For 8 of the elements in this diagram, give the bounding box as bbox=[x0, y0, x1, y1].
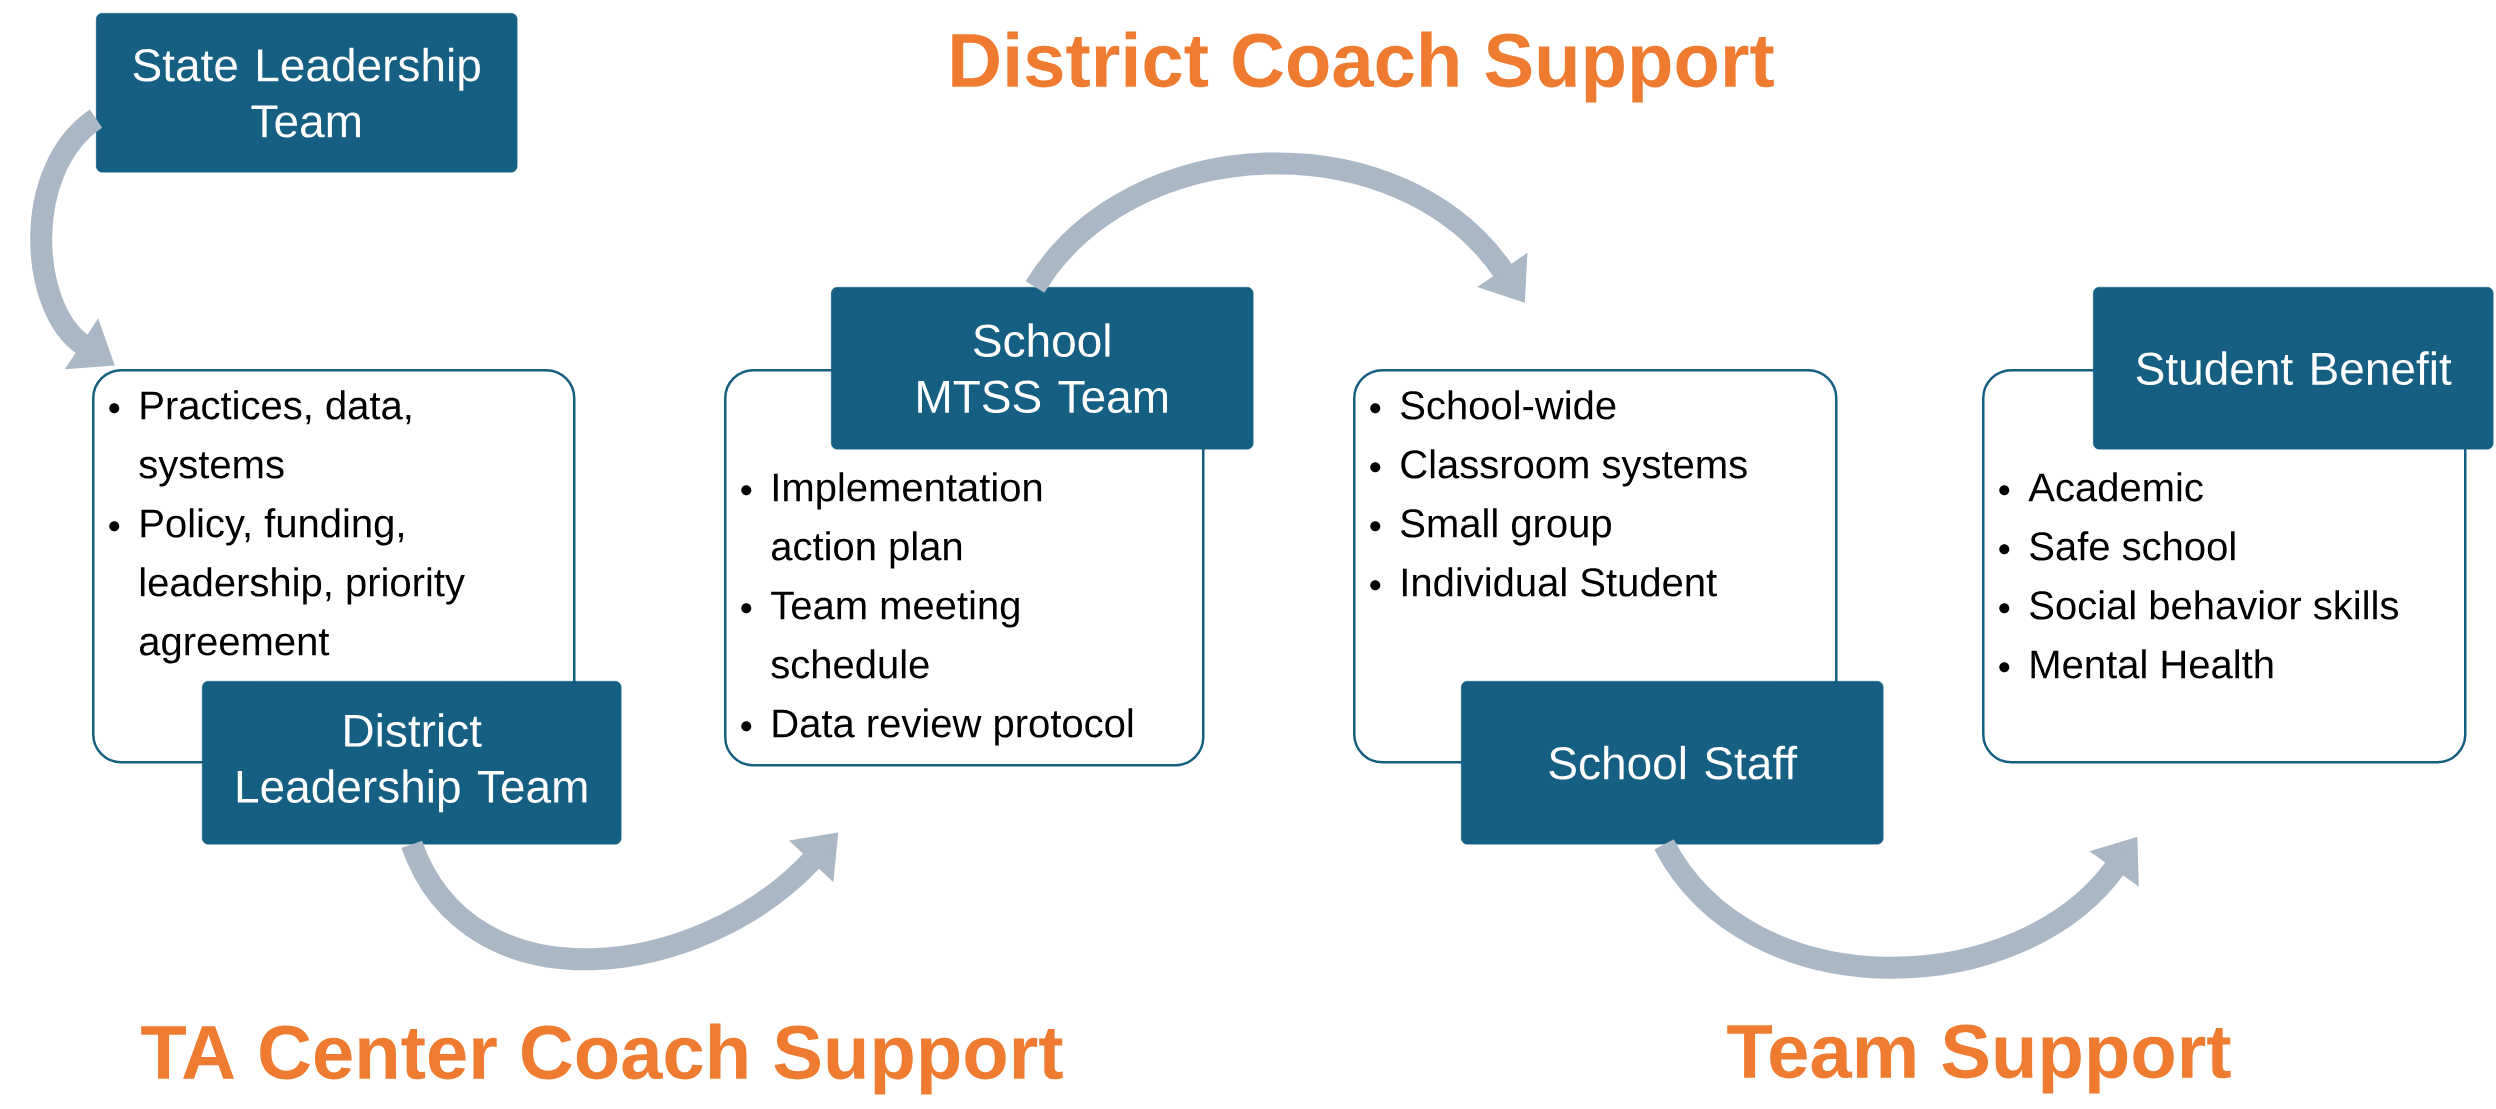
title-box: District Leadership Team bbox=[202, 681, 622, 845]
edge-label: Team Support bbox=[1727, 1024, 2231, 1094]
edge-label: District Coach Support bbox=[952, 31, 1774, 103]
title-box: School MTSS Team bbox=[831, 287, 1254, 450]
edge-label: TA Center Coach Support bbox=[141, 1023, 1063, 1095]
title-box: State Leadership Team bbox=[96, 13, 518, 173]
title-box: School Staff bbox=[1461, 681, 1884, 845]
title-box: Student Benefit bbox=[2093, 287, 2494, 450]
